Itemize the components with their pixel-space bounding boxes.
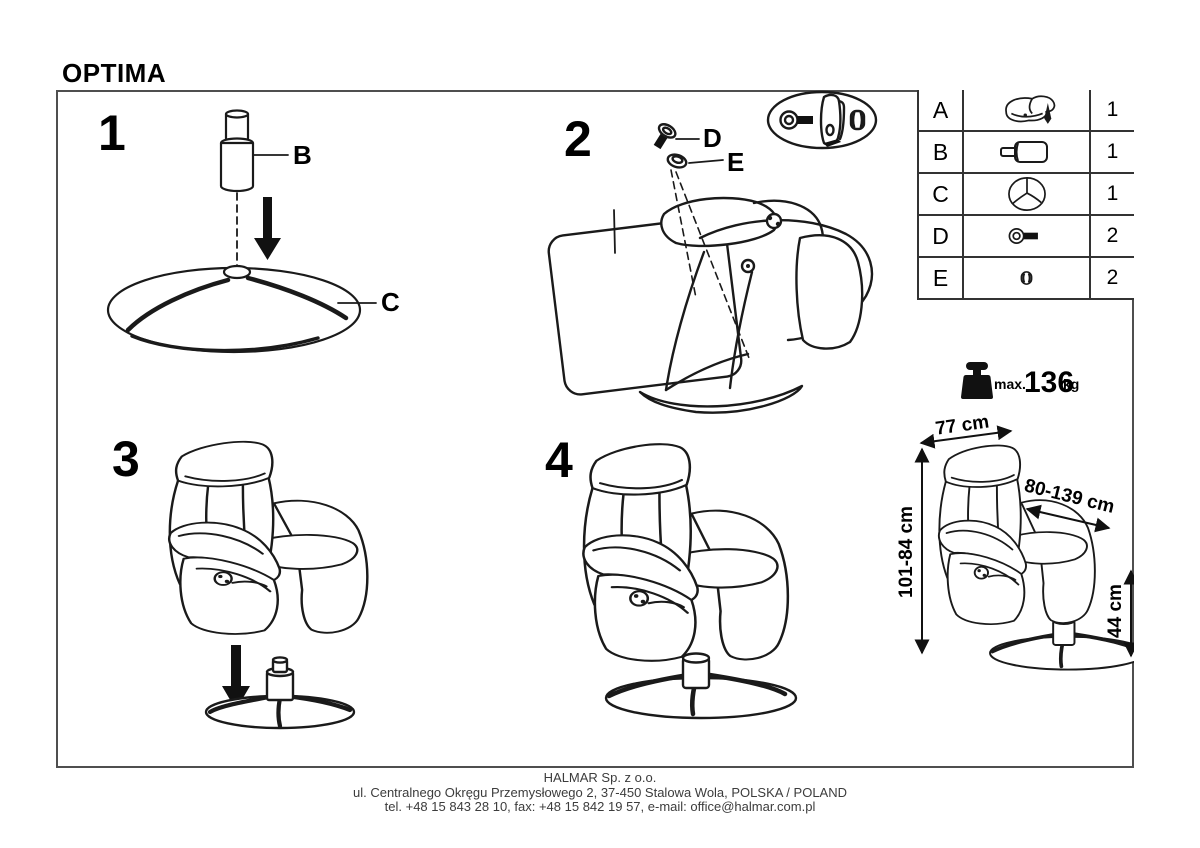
parts-table: A 1 B 1	[917, 90, 1134, 300]
table-row: C 1	[919, 174, 1134, 216]
footer-contact: tel. +48 15 843 28 10, fax: +48 15 842 1…	[384, 799, 816, 814]
step2-illustration	[547, 90, 878, 414]
bolt-part-icon	[1008, 228, 1038, 244]
step2-chair-on-back	[547, 196, 874, 414]
height-dimension-label: 101-84 cm	[896, 506, 917, 598]
spacer-part-icon	[1020, 271, 1033, 285]
dimension-arrows	[914, 425, 1134, 658]
assembly-diagram-canvas: max. 136 kg 77 cm 101-84 cm 80-139 cm 44…	[98, 90, 1134, 768]
step3-number: 3	[112, 431, 140, 487]
footer-address: ul. Centralnego Okręgu Przemysłowego 2, …	[352, 784, 847, 800]
footer: HALMAR Sp. z o.o. ul. Centralnego Okręgu…	[0, 770, 1200, 815]
part-letter: A	[919, 90, 964, 130]
part-label-d: D	[703, 123, 722, 153]
part-label-e: E	[727, 147, 744, 177]
diagram-frame	[56, 90, 1134, 768]
bolt-part-d	[653, 123, 677, 150]
part-letter: C	[919, 174, 964, 214]
down-arrow-icon	[254, 197, 281, 260]
gas-lift-part	[219, 109, 255, 193]
weight-icon	[961, 362, 993, 399]
weight-prefix: max.	[994, 376, 1026, 392]
step4-illustration	[582, 442, 796, 718]
callout-line-e	[688, 159, 724, 164]
part-letter: E	[919, 258, 964, 298]
dimension-illustration: 77 cm 101-84 cm 80-139 cm 44 cm	[896, 411, 1134, 672]
part-qty: 1	[1106, 140, 1119, 163]
seat-height-dimension-label: 44 cm	[1105, 584, 1126, 638]
table-row: A 1	[919, 90, 1134, 132]
part-label-c: C	[381, 287, 400, 317]
gas-lift-part-icon	[999, 141, 1048, 163]
down-arrow-icon	[222, 645, 250, 710]
part-qty: 1	[1106, 98, 1119, 121]
bolt-alignment-dashed-lines	[670, 169, 750, 359]
step2-inset-detail	[766, 90, 878, 150]
part-letter: B	[919, 132, 964, 172]
table-row: B 1	[919, 132, 1134, 174]
step2-number: 2	[564, 111, 592, 167]
spoke-base-part-icon	[1007, 176, 1046, 212]
step1-number: 1	[98, 105, 126, 161]
weight-limit: max. 136 kg	[961, 362, 1079, 399]
step1-illustration	[106, 109, 377, 354]
armchair-part-icon	[1004, 95, 1055, 124]
spacer-part-e	[666, 153, 688, 169]
footer-company: HALMAR Sp. z o.o.	[543, 770, 657, 785]
step3-illustration	[167, 440, 369, 728]
spoke-base-part	[106, 264, 362, 354]
table-row: D 2	[919, 216, 1134, 258]
part-qty: 1	[1106, 182, 1119, 205]
part-qty: 2	[1106, 224, 1119, 247]
product-title: OPTIMA	[62, 58, 167, 88]
weight-value: 136	[1024, 366, 1074, 399]
table-row: E 2	[919, 258, 1134, 300]
part-qty: 2	[1106, 266, 1119, 289]
step4-number: 4	[545, 432, 573, 488]
weight-unit: kg	[1063, 376, 1079, 392]
part-letter: D	[919, 216, 964, 256]
part-label-b: B	[293, 140, 312, 170]
